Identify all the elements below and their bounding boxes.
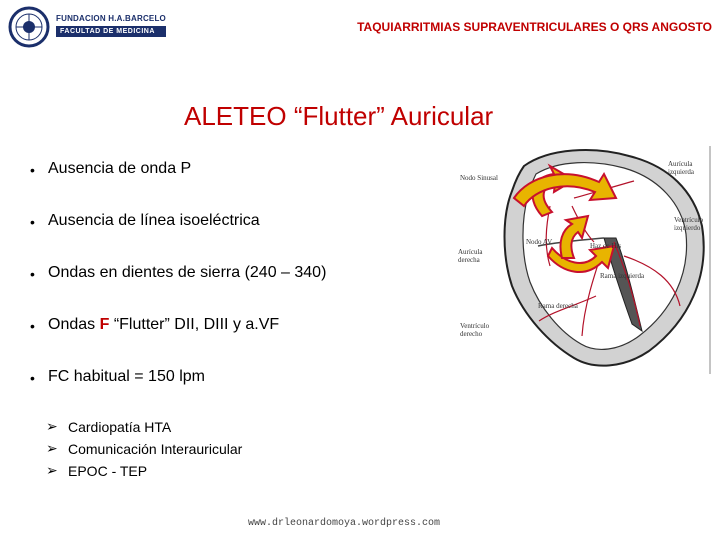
label-ventriculo-izquierdo-2: izquierdo	[674, 224, 701, 232]
reentry-arrow-up	[559, 214, 590, 259]
slide-title: ALETEO “Flutter” Auricular	[184, 101, 494, 131]
bullet-icon: •	[30, 214, 35, 230]
arrow-bullet-icon: ➢	[46, 440, 58, 456]
bullet-icon: •	[30, 266, 35, 282]
cause-text: EPOC - TEP	[68, 463, 148, 479]
institution-logo: FUNDACION H.A.BARCELO FACULTAD DE MEDICI…	[8, 6, 168, 48]
bullet-text-prefix: Ondas	[48, 316, 100, 333]
reentry-arrow-top	[512, 171, 618, 208]
cause-text: Cardiopatía HTA	[68, 419, 172, 435]
label-ventriculo-derecho-1: Ventrículo	[460, 322, 490, 330]
arrow-bullet-icon: ➢	[46, 418, 58, 434]
label-auricula-izquierda-1: Aurícula	[668, 160, 693, 168]
label-ventriculo-izquierdo-1: Ventrículo	[674, 216, 704, 224]
bullet-text: FC habitual = 150 lpm	[48, 368, 205, 385]
label-auricula-derecha-2: derecha	[458, 256, 481, 264]
heart-conduction-diagram: Nodo Sinusal Aurícula izquierda Ventrícu…	[454, 146, 712, 374]
cause-text: Comunicación Interauricular	[68, 441, 243, 457]
septum	[603, 237, 643, 333]
footer-url: www.drleonardomoya.wordpress.com	[248, 518, 441, 529]
arrow-bullet-icon: ➢	[46, 462, 58, 478]
bullet-text: Ondas F “Flutter” DII, DIII y a.VF	[48, 316, 279, 334]
label-auricula-izquierda-2: izquierda	[668, 168, 695, 176]
label-nodo-av: Nodo AV	[526, 238, 552, 246]
label-ventriculo-derecho-2: derecho	[460, 330, 483, 338]
bullet-text-suffix: “Flutter” DII, DIII y a.VF	[109, 316, 280, 333]
bullet-text: Ondas en dientes de sierra (240 – 340)	[48, 264, 327, 281]
logo-faculty-name: FACULTAD DE MEDICINA	[56, 26, 166, 37]
bullet-text: Ausencia de línea isoeléctrica	[48, 212, 260, 229]
bullet-text: Ausencia de onda P	[48, 160, 192, 177]
flutter-wave-letter: F	[99, 316, 110, 333]
reentry-arrow-right	[546, 244, 616, 274]
label-rama-derecha: Rama derecha	[538, 302, 579, 310]
bullet-icon: •	[30, 162, 35, 178]
label-auricula-derecha-1: Aurícula	[458, 248, 483, 256]
label-rama-izquierda: Rama izquierda	[600, 272, 645, 280]
logo-foundation-name: FUNDACION H.A.BARCELO	[56, 14, 166, 23]
bullet-icon: •	[30, 318, 35, 334]
seal-icon	[8, 6, 50, 48]
header-title: TAQUIARRITMIAS SUPRAVENTRICULARES O QRS …	[357, 20, 712, 34]
label-haz-de-his: Haz de His	[590, 242, 621, 250]
label-nodo-sinusal: Nodo Sinusal	[460, 174, 498, 182]
bullet-icon: •	[30, 370, 35, 386]
